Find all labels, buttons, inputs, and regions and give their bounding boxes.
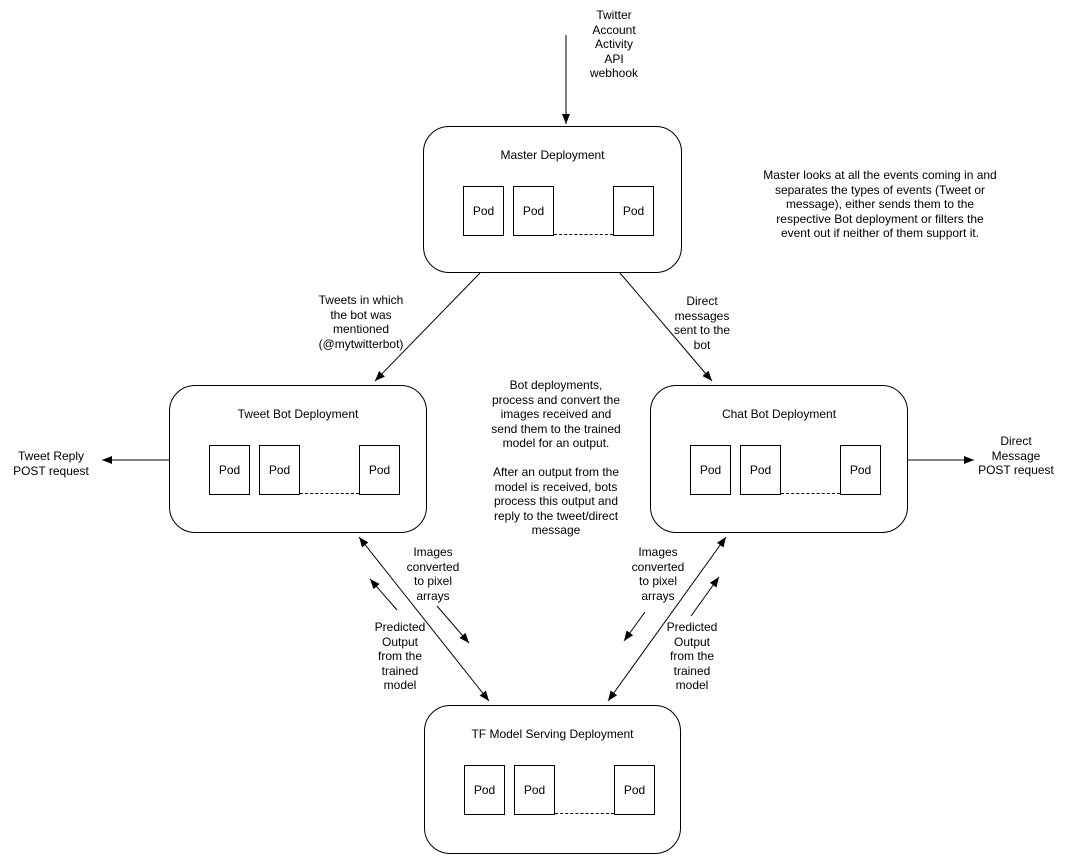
node-chat-bot-deployment: Chat Bot Deployment Pod Pod Pod — [650, 385, 908, 533]
pod: Pod — [613, 186, 654, 236]
label-direct-message-post: Direct Message POST request — [978, 434, 1054, 477]
pod: Pod — [614, 765, 655, 815]
label-predicted-output-left: Predicted Output from the trained model — [374, 620, 426, 692]
node-title: TF Model Serving Deployment — [471, 727, 634, 741]
pod: Pod — [464, 765, 505, 815]
pod: Pod — [840, 445, 881, 495]
label-tweet-reply-post: Tweet Reply POST request — [13, 449, 89, 478]
pod: Pod — [740, 445, 781, 495]
arrow-master-to-tweet-bot — [374, 272, 481, 382]
node-tweet-bot-deployment: Tweet Bot Deployment Pod Pod Pod — [169, 385, 427, 533]
arrow-master-to-chat-bot — [619, 272, 713, 382]
arrow-chat-bot-tf-bidirectional — [607, 536, 727, 702]
pod: Pod — [359, 445, 400, 495]
pod: Pod — [513, 186, 554, 236]
arrow-tweet-bot-tf-bidirectional — [358, 536, 490, 702]
node-title: Master Deployment — [500, 148, 605, 162]
pod: Pod — [463, 186, 504, 236]
pod: Pod — [259, 445, 300, 495]
node-tf-model-serving-deployment: TF Model Serving Deployment Pod Pod Pod — [424, 705, 681, 854]
note-master-behavior: Master looks at all the events coming in… — [763, 168, 997, 240]
pod-ellipsis-dashed-line — [555, 813, 614, 814]
label-images-pixel-arrays-left: Images converted to pixel arrays — [406, 545, 460, 603]
arrow-predicted-to-chat-bot — [690, 576, 720, 617]
pod: Pod — [690, 445, 731, 495]
pod: Pod — [209, 445, 250, 495]
pod-ellipsis-dashed-line — [300, 493, 359, 494]
label-images-pixel-arrays-right: Images converted to pixel arrays — [631, 545, 685, 603]
note-bot-processing: Bot deployments, process and convert the… — [491, 378, 621, 537]
label-webhook: Twitter Account Activity API webhook — [589, 8, 639, 80]
node-title: Chat Bot Deployment — [721, 407, 837, 421]
label-tweets-mentioned: Tweets in which the bot was mentioned (@… — [318, 293, 404, 351]
arrow-images-to-tf-left — [436, 605, 470, 644]
arrow-predicted-to-tweet-bot — [369, 578, 398, 611]
pod-ellipsis-dashed-line — [781, 493, 840, 494]
label-direct-messages: Direct messages sent to the bot — [673, 294, 731, 352]
node-master-deployment: Master Deployment Pod Pod Pod — [423, 126, 682, 273]
pod-ellipsis-dashed-line — [554, 234, 613, 235]
node-title: Tweet Bot Deployment — [237, 407, 359, 421]
label-predicted-output-right: Predicted Output from the trained model — [666, 620, 718, 692]
pod: Pod — [514, 765, 555, 815]
arrow-images-to-tf-right — [623, 611, 646, 642]
